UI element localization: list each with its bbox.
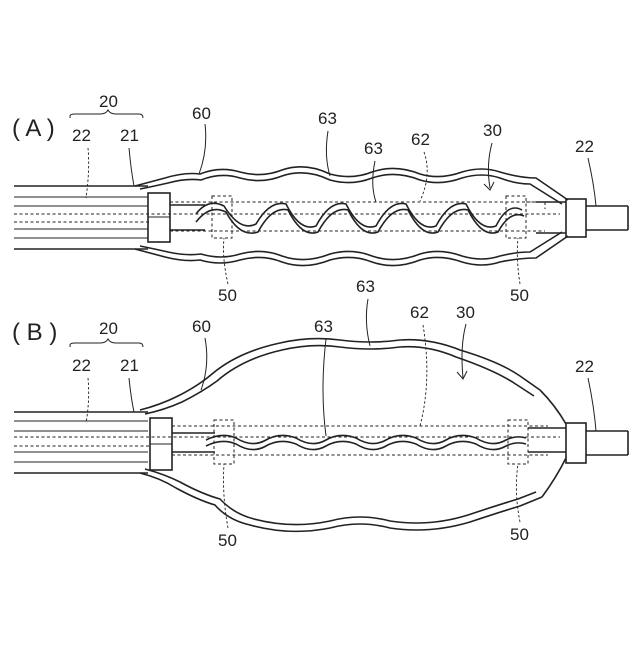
label-50-right: 50 xyxy=(510,286,529,305)
label-63-inner-b: 63 xyxy=(314,317,333,336)
distal-joint-b xyxy=(566,423,586,463)
label-30: 30 xyxy=(483,121,502,140)
leader-50-right xyxy=(517,238,520,284)
leader-50-left xyxy=(224,238,229,284)
distal-joint xyxy=(566,199,586,237)
label-21-b: 21 xyxy=(120,356,139,375)
leader-62 xyxy=(420,152,427,201)
label-63-inner: 63 xyxy=(364,139,383,158)
leader-22-left-b xyxy=(86,378,89,423)
coil-63 xyxy=(196,203,524,233)
leader-50-left-b xyxy=(224,464,229,528)
label-50-left-b: 50 xyxy=(218,531,237,550)
leader-63-top-b xyxy=(366,299,370,346)
shaft xyxy=(14,186,560,249)
arrow-30-b xyxy=(457,371,467,379)
panel-b-label: ( B ) xyxy=(12,319,57,346)
leader-50-right-b xyxy=(516,464,520,522)
leader-22-right xyxy=(588,158,596,206)
leader-22-right-b xyxy=(588,378,596,431)
bracket-20-b xyxy=(70,339,143,347)
panel-b: ( B ) 20 22 21 xyxy=(12,277,628,550)
marker-50-right-b xyxy=(508,420,528,464)
coil-63-b xyxy=(206,435,526,449)
leader-63-inner xyxy=(373,161,376,202)
label-30-b: 30 xyxy=(456,303,475,322)
leader-22-left xyxy=(86,148,89,198)
label-22-right: 22 xyxy=(575,137,594,156)
label-62: 62 xyxy=(411,130,430,149)
label-50-left: 50 xyxy=(218,286,237,305)
leader-60 xyxy=(199,124,206,174)
bracket-20 xyxy=(70,110,143,118)
label-21: 21 xyxy=(120,126,139,145)
label-20-b: 20 xyxy=(99,319,118,338)
label-63-top: 63 xyxy=(318,109,337,128)
label-63-top-b: 63 xyxy=(356,277,375,296)
label-22-right-b: 22 xyxy=(575,357,594,376)
label-60-b: 60 xyxy=(192,317,211,336)
leader-21-b xyxy=(129,378,134,412)
leader-63-inner-b xyxy=(323,339,326,436)
leader-63-top xyxy=(326,131,330,176)
label-60: 60 xyxy=(192,104,211,123)
label-20: 20 xyxy=(99,92,118,111)
leader-21 xyxy=(129,148,134,186)
leader-30 xyxy=(488,143,492,188)
label-50-right-b: 50 xyxy=(510,525,529,544)
label-22-left: 22 xyxy=(72,126,91,145)
label-62-b: 62 xyxy=(410,303,429,322)
panel-a: ( A ) 20 22 21 xyxy=(12,92,628,305)
panel-a-label: ( A ) xyxy=(12,115,55,142)
label-22-left-b: 22 xyxy=(72,356,91,375)
